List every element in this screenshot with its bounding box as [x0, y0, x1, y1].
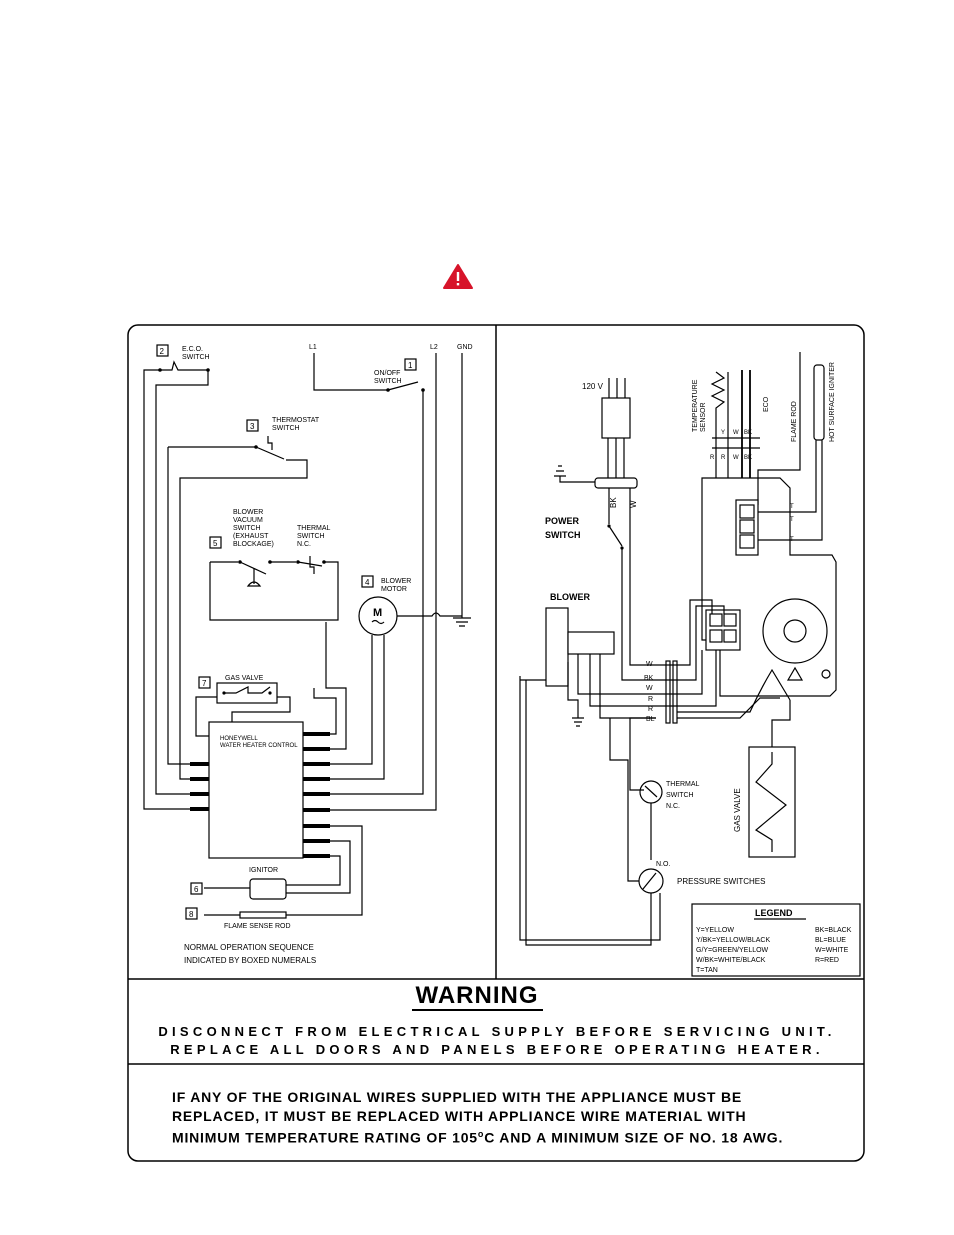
svg-text:L1: L1: [309, 344, 317, 351]
warning-line-1: DISCONNECT FROM ELECTRICAL SUPPLY BEFORE…: [158, 1024, 836, 1039]
svg-text:THERMOSTAT: THERMOSTAT: [272, 417, 320, 424]
svg-text:G/Y=GREEN/YELLOW: G/Y=GREEN/YELLOW: [696, 947, 769, 954]
svg-text:BL=BLUE: BL=BLUE: [815, 937, 846, 944]
ladder-schematic: 2 E.C.O. SWITCH L1 L2 GND 1 ON/OFF SWITC…: [143, 344, 473, 965]
svg-text:THERMAL: THERMAL: [666, 781, 700, 788]
svg-text:N.O.: N.O.: [656, 861, 670, 868]
warning-triangle-icon: [443, 264, 473, 289]
pictorial-diagram: 120 V BK W POWER SWITCH BLOWER TEMPERATU…: [519, 352, 861, 977]
warning-line-2: REPLACE ALL DOORS AND PANELS BEFORE OPER…: [170, 1042, 824, 1057]
svg-text:4: 4: [365, 578, 370, 587]
svg-text:SWITCH: SWITCH: [272, 425, 300, 432]
svg-text:FLAME ROD: FLAME ROD: [791, 401, 798, 442]
svg-text:GAS VALVE: GAS VALVE: [733, 788, 742, 832]
svg-text:W: W: [629, 500, 638, 508]
svg-text:WATER HEATER CONTROL: WATER HEATER CONTROL: [220, 743, 298, 749]
svg-text:SENSOR: SENSOR: [700, 402, 707, 432]
svg-text:LEGEND: LEGEND: [755, 908, 793, 918]
svg-text:BK: BK: [744, 455, 752, 461]
svg-text:INDICATED BY BOXED NUMERALS: INDICATED BY BOXED NUMERALS: [184, 956, 316, 965]
wire-note: IF ANY OF THE ORIGINAL WIRES SUPPLIED WI…: [172, 1089, 784, 1146]
svg-text:E.C.O.: E.C.O.: [182, 346, 203, 353]
svg-text:THERMAL: THERMAL: [297, 525, 331, 532]
svg-text:7: 7: [202, 679, 207, 688]
svg-text:M: M: [373, 607, 382, 619]
svg-text:SWITCH: SWITCH: [374, 378, 402, 385]
svg-text:GAS VALVE: GAS VALVE: [225, 675, 264, 682]
svg-text:SWITCH: SWITCH: [297, 533, 325, 540]
svg-text:SWITCH: SWITCH: [666, 792, 694, 799]
svg-text:W: W: [646, 661, 653, 668]
svg-text:W: W: [733, 455, 739, 461]
svg-text:W: W: [646, 685, 653, 692]
svg-text:SWITCH: SWITCH: [545, 530, 581, 540]
svg-text:BK: BK: [609, 497, 618, 508]
svg-text:W: W: [733, 430, 739, 436]
svg-text:SWITCH: SWITCH: [182, 354, 210, 361]
svg-text:N.C.: N.C.: [297, 541, 311, 548]
svg-text:HONEYWELL: HONEYWELL: [220, 736, 258, 742]
svg-text:6: 6: [194, 885, 199, 894]
svg-text:120 V: 120 V: [582, 382, 604, 391]
svg-text:BK=BLACK: BK=BLACK: [815, 927, 852, 934]
svg-text:BK: BK: [644, 675, 654, 682]
svg-text:T: T: [790, 504, 794, 510]
svg-text:FLAME SENSE ROD: FLAME SENSE ROD: [224, 923, 291, 930]
svg-text:R: R: [710, 455, 715, 461]
svg-text:Y=YELLOW: Y=YELLOW: [696, 927, 734, 934]
svg-text:NORMAL OPERATION SEQUENCE: NORMAL OPERATION SEQUENCE: [184, 943, 314, 952]
svg-text:2: 2: [160, 347, 165, 356]
svg-text:BL: BL: [646, 716, 655, 723]
svg-text:W/BK=WHITE/BLACK: W/BK=WHITE/BLACK: [696, 957, 766, 964]
svg-text:1: 1: [408, 361, 413, 370]
svg-text:R: R: [648, 696, 653, 703]
svg-text:BLOWER: BLOWER: [550, 592, 590, 602]
svg-text:Y/BK=YELLOW/BLACK: Y/BK=YELLOW/BLACK: [696, 937, 770, 944]
svg-text:(EXHAUST: (EXHAUST: [233, 533, 269, 540]
svg-text:ON/OFF: ON/OFF: [374, 370, 400, 377]
svg-text:N.C.: N.C.: [666, 803, 680, 810]
svg-text:TEMPERATURE: TEMPERATURE: [692, 379, 699, 432]
svg-text:MOTOR: MOTOR: [381, 586, 407, 593]
svg-text:8: 8: [189, 910, 194, 919]
svg-text:BK: BK: [744, 430, 752, 436]
svg-text:PRESSURE SWITCHES: PRESSURE SWITCHES: [677, 877, 765, 886]
svg-text:ECO: ECO: [763, 396, 770, 412]
svg-text:R: R: [648, 706, 653, 713]
svg-text:5: 5: [213, 539, 218, 548]
warning-title: WARNING: [0, 982, 954, 1011]
svg-text:VACUUM: VACUUM: [233, 517, 263, 524]
svg-text:L2: L2: [430, 344, 438, 351]
svg-text:T: T: [790, 537, 794, 543]
svg-text:BLOWER: BLOWER: [233, 509, 263, 516]
svg-text:R: R: [721, 455, 726, 461]
svg-text:T=TAN: T=TAN: [696, 967, 718, 974]
svg-text:3: 3: [250, 422, 255, 431]
svg-text:W=WHITE: W=WHITE: [815, 947, 849, 954]
svg-text:Y: Y: [721, 430, 725, 436]
svg-text:POWER: POWER: [545, 516, 580, 526]
svg-text:BLOCKAGE): BLOCKAGE): [233, 541, 274, 548]
svg-text:T: T: [790, 517, 794, 523]
svg-text:IGNITOR: IGNITOR: [249, 867, 278, 874]
svg-text:SWITCH: SWITCH: [233, 525, 261, 532]
svg-text:HOT SURFACE IGNITER: HOT SURFACE IGNITER: [829, 362, 836, 442]
svg-text:GND: GND: [457, 344, 473, 351]
svg-text:R=RED: R=RED: [815, 957, 839, 964]
svg-text:BLOWER: BLOWER: [381, 578, 411, 585]
